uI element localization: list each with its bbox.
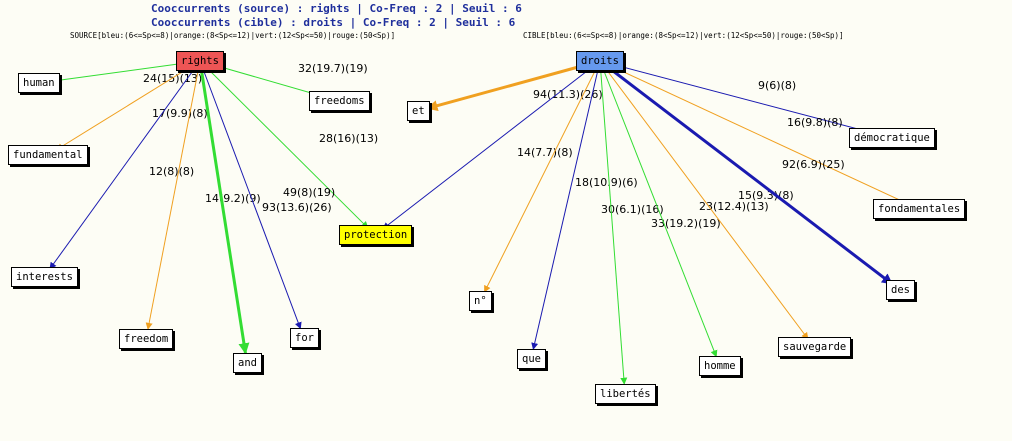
edge-label-droits-protection: 14(7.7)(8)	[517, 146, 573, 159]
edge-rights-fundamental	[55, 60, 201, 151]
edge-droits-democratique	[599, 60, 884, 138]
edge-label-droits-homme: 23(12.4)(13)	[699, 200, 769, 213]
node-human[interactable]: human	[18, 73, 60, 93]
source-title: Cooccurrents (source) : rights | Co-Freq…	[151, 2, 522, 15]
edge-label-rights-protection: 28(16)(13)	[319, 132, 378, 145]
edge-label-droits-des: 92(6.9)(25)	[782, 158, 845, 171]
node-interests[interactable]: interests	[11, 267, 78, 287]
edge-droits-no	[484, 60, 601, 293]
edge-rights-human	[48, 60, 201, 85]
edge-droits-et	[426, 59, 601, 112]
target-legend: CIBLE[bleu:(6<=Sp<=8)|orange:(8<Sp<=12)|…	[523, 31, 844, 40]
edge-label-droits-libertes: 33(19.2)(19)	[651, 217, 721, 230]
node-democratique[interactable]: démocratique	[849, 128, 935, 148]
target-title: Cooccurrents (cible) : droits | Co-Freq …	[151, 16, 516, 29]
node-for[interactable]: for	[290, 328, 319, 348]
edge-droits-libertes	[599, 60, 628, 385]
node-rights[interactable]: rights	[176, 51, 224, 71]
edge-rights-and	[198, 60, 250, 355]
edge-label-droits-no: 18(10.9)(6)	[575, 176, 638, 189]
edge-label-rights-and: 93(13.6)(26)	[262, 201, 332, 214]
edge-droits-homme	[599, 60, 718, 358]
edge-label-rights-interests: 12(8)(8)	[149, 165, 194, 178]
edge-label-rights-freedoms: 32(19.7)(19)	[298, 62, 368, 75]
node-des[interactable]: des	[886, 280, 915, 300]
node-homme[interactable]: homme	[699, 356, 741, 376]
edge-label-droits-democratique: 9(6)(8)	[758, 79, 796, 92]
edge-label-rights-freedom: 14(9.2)(9)	[205, 192, 261, 205]
node-no[interactable]: n°	[469, 291, 492, 311]
edge-droits-sauvegarde	[599, 60, 809, 340]
edge-droits-que	[531, 60, 601, 350]
edge-rights-for	[199, 60, 302, 330]
node-freedoms[interactable]: freedoms	[309, 91, 370, 111]
node-and[interactable]: and	[233, 353, 262, 373]
node-droits[interactable]: droits	[576, 51, 624, 71]
node-sauvegarde[interactable]: sauvegarde	[778, 337, 852, 357]
node-freedom[interactable]: freedom	[119, 329, 174, 349]
edge-rights-interests	[49, 60, 201, 270]
node-fondamentales[interactable]: fondamentales	[873, 199, 966, 219]
edge-label-droits-sauvegarde: 15(9.3)(8)	[738, 189, 794, 202]
node-fundamental[interactable]: fundamental	[8, 145, 88, 165]
source-legend: SOURCE[bleu:(6<=Sp<=8)|orange:(8<Sp<=12)…	[70, 31, 396, 40]
node-que[interactable]: que	[517, 349, 546, 369]
node-et[interactable]: et	[407, 101, 430, 121]
edge-droits-des	[599, 59, 893, 286]
edge-label-droits-que: 30(6.1)(16)	[601, 203, 664, 216]
node-libertes[interactable]: libertés	[595, 384, 656, 404]
edge-droits-protection	[382, 60, 601, 230]
edge-rights-protection	[199, 60, 369, 229]
edge-label-rights-for: 49(8)(19)	[283, 186, 335, 199]
node-protection[interactable]: protection	[339, 225, 413, 245]
edge-label-rights-fundamental: 17(9.9)(8)	[152, 107, 208, 120]
edge-droits-fondamentales	[599, 60, 911, 206]
edge-label-droits-fondamentales: 16(9.8)(8)	[787, 116, 843, 129]
edge-rights-freedom	[145, 60, 201, 330]
